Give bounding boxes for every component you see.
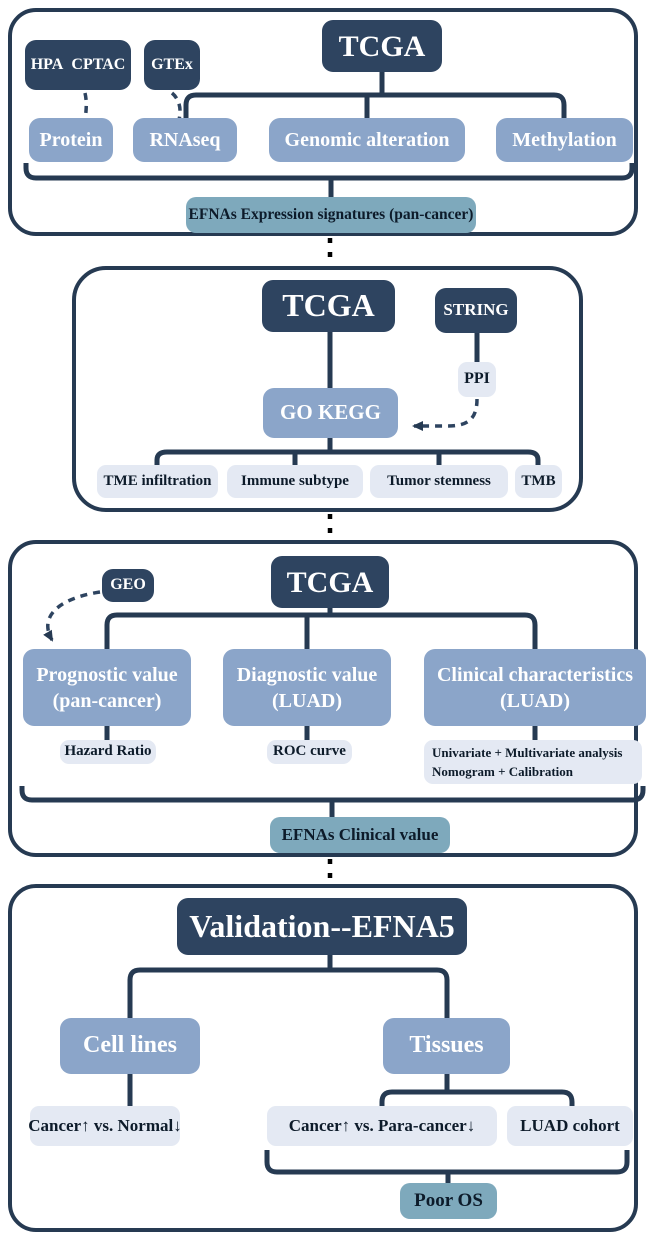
node-genomic-alteration: Genomic alteration (269, 118, 465, 162)
node-roc-curve: ROC curve (267, 740, 352, 764)
node-hpa-cptac: HPA CPTAC (25, 40, 131, 90)
node-luad-cohort: LUAD cohort (507, 1106, 633, 1146)
wire-panel2-bracket (154, 449, 541, 465)
node-validation-efna5: Validation--EFNA5 (177, 898, 467, 955)
node-cell-lines: Cell lines (60, 1018, 200, 1074)
node-efnas-clinical-value: EFNAs Clinical value (270, 817, 450, 853)
panel-expression (8, 8, 638, 236)
wire-panel4-bracket (127, 967, 450, 1018)
panel-validation (8, 884, 638, 1232)
node-string: STRING (435, 288, 517, 333)
wire-tissues-bracket (379, 1089, 575, 1106)
node-clinical-characteristics: Clinical characteristics (LUAD) (424, 649, 646, 726)
arrow-ppi-to-gokegg (412, 398, 479, 431)
node-cancer-vs-normal: Cancer↑ vs. Normal↓ (28, 1106, 182, 1146)
wire-panel1-bottom-bracket (23, 163, 635, 181)
node-tcga-expression: TCGA (322, 20, 442, 72)
node-tissues: Tissues (383, 1018, 510, 1074)
arrow-gtex-to-rnaseq (167, 91, 182, 141)
node-gtex: GTEx (144, 40, 200, 90)
node-univariate-multivariate: Univariate + Multivariate analysis Nomog… (424, 740, 642, 784)
node-cancer-vs-para-cancer: Cancer↑ vs. Para-cancer↓ (267, 1106, 497, 1146)
node-ppi: PPI (458, 362, 496, 397)
node-geo: GEO (102, 569, 154, 602)
node-immune-subtype: Immune subtype (227, 465, 363, 498)
node-poor-os: Poor OS (400, 1183, 497, 1219)
node-efnas-expression-signatures: EFNAs Expression signatures (pan-cancer) (186, 197, 476, 233)
node-rnaseq: RNAseq (133, 118, 237, 162)
node-tme-infiltration: TME infiltration (97, 465, 218, 498)
node-protein: Protein (29, 118, 113, 162)
node-tcga-function: TCGA (262, 280, 395, 332)
node-tmb: TMB (515, 465, 562, 498)
wire-panel3-bottom-bracket (19, 786, 646, 803)
wire-panel4-bottom-bracket (264, 1150, 630, 1175)
node-hazard-ratio: Hazard Ratio (60, 740, 156, 764)
node-tumor-stemness: Tumor stemness (370, 465, 508, 498)
panel-function (72, 266, 583, 512)
wire-tcga1-bracket (183, 92, 567, 118)
node-methylation: Methylation (496, 118, 633, 162)
panel1-solid-wires (23, 72, 635, 197)
wire-panel3-top-bracket (104, 612, 538, 649)
node-prognostic-value: Prognostic value (pan-cancer) (23, 649, 191, 726)
node-go-kegg: GO KEGG (263, 388, 398, 438)
node-tcga-clinical: TCGA (271, 556, 389, 608)
node-diagnostic-value: Diagnostic value (LUAD) (223, 649, 391, 726)
arrow-geo-to-prognostic (43, 590, 101, 642)
